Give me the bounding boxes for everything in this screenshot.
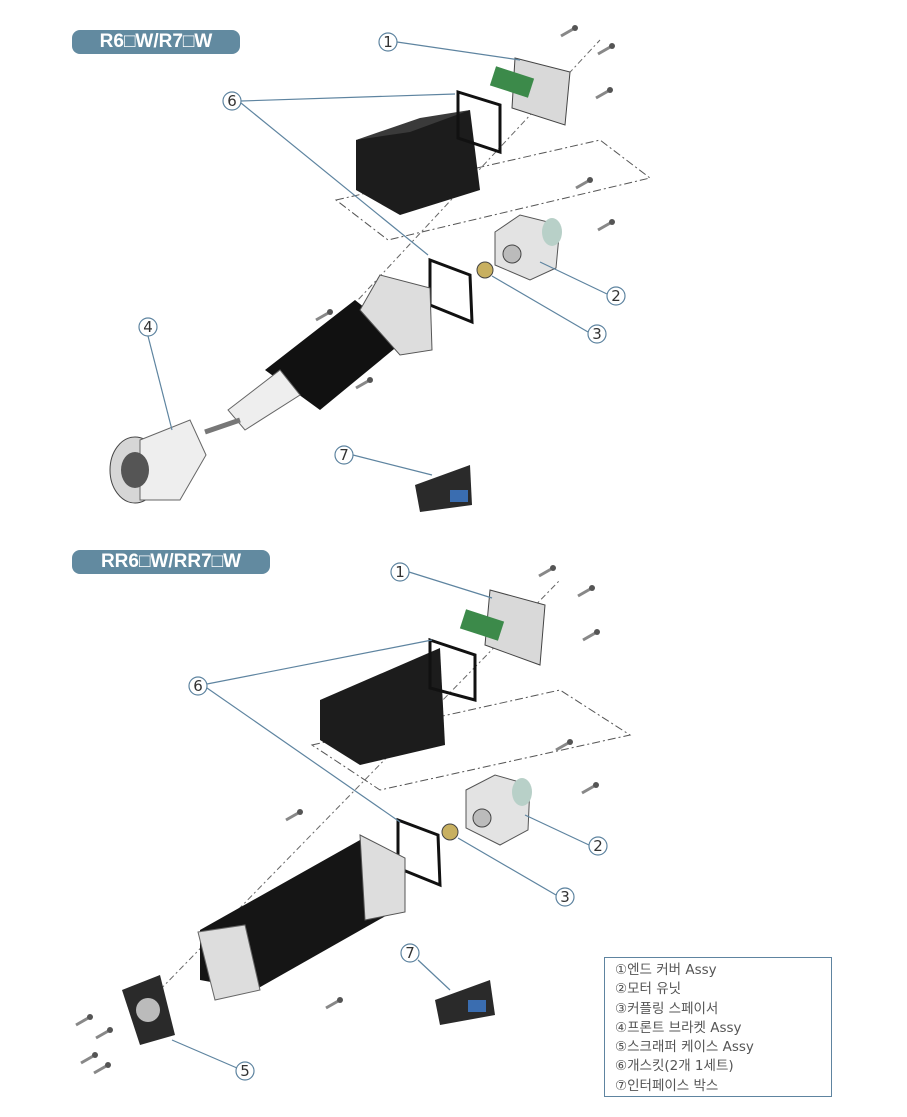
callout-3-bottom: 3 bbox=[560, 888, 570, 906]
callout-4-top: 4 bbox=[143, 318, 153, 336]
callout-5-bottom: 5 bbox=[240, 1062, 250, 1080]
callout-2-bottom: 2 bbox=[593, 837, 603, 855]
section-title-rr6w-rr7w: RR6□W/RR7□W bbox=[72, 550, 270, 574]
callout-7-top: 7 bbox=[339, 446, 349, 464]
legend-item-gasket: ⑥개스킷(2개 1세트) bbox=[615, 1058, 734, 1075]
callout-3-top: 3 bbox=[592, 325, 602, 343]
leader-lines-bottom bbox=[171, 571, 590, 1069]
section-title-r6w-r7w: R6□W/R7□W bbox=[72, 30, 240, 54]
callout-1-top: 1 bbox=[383, 33, 393, 51]
legend-item-end-cover: ①엔드 커버 Assy bbox=[615, 962, 717, 978]
legend-item-front-bracket: ④프론트 브라켓 Assy bbox=[615, 1019, 742, 1036]
legend-item-coupling-spacer: ③커플링 스페이서 bbox=[615, 1000, 719, 1017]
parts-legend: ①엔드 커버 Assy ②모터 유닛 ③커플링 스페이서 ④프론트 브라켓 As… bbox=[604, 957, 832, 1097]
legend-item-scraper-case: ⑤스크래퍼 케이스 Assy bbox=[615, 1039, 754, 1056]
top-assembly bbox=[109, 23, 652, 512]
callout-6-bottom: 6 bbox=[193, 677, 203, 695]
leader-lines-top bbox=[147, 41, 608, 476]
bottom-assembly bbox=[74, 563, 632, 1075]
legend-item-interface-box: ⑦인터페이스 박스 bbox=[615, 1077, 719, 1094]
callout-1-bottom: 1 bbox=[395, 563, 405, 581]
callout-7-bottom: 7 bbox=[405, 944, 415, 962]
legend-item-motor-unit: ②모터 유닛 bbox=[615, 981, 682, 998]
callout-2-top: 2 bbox=[611, 287, 621, 305]
callout-6-top: 6 bbox=[227, 92, 237, 110]
